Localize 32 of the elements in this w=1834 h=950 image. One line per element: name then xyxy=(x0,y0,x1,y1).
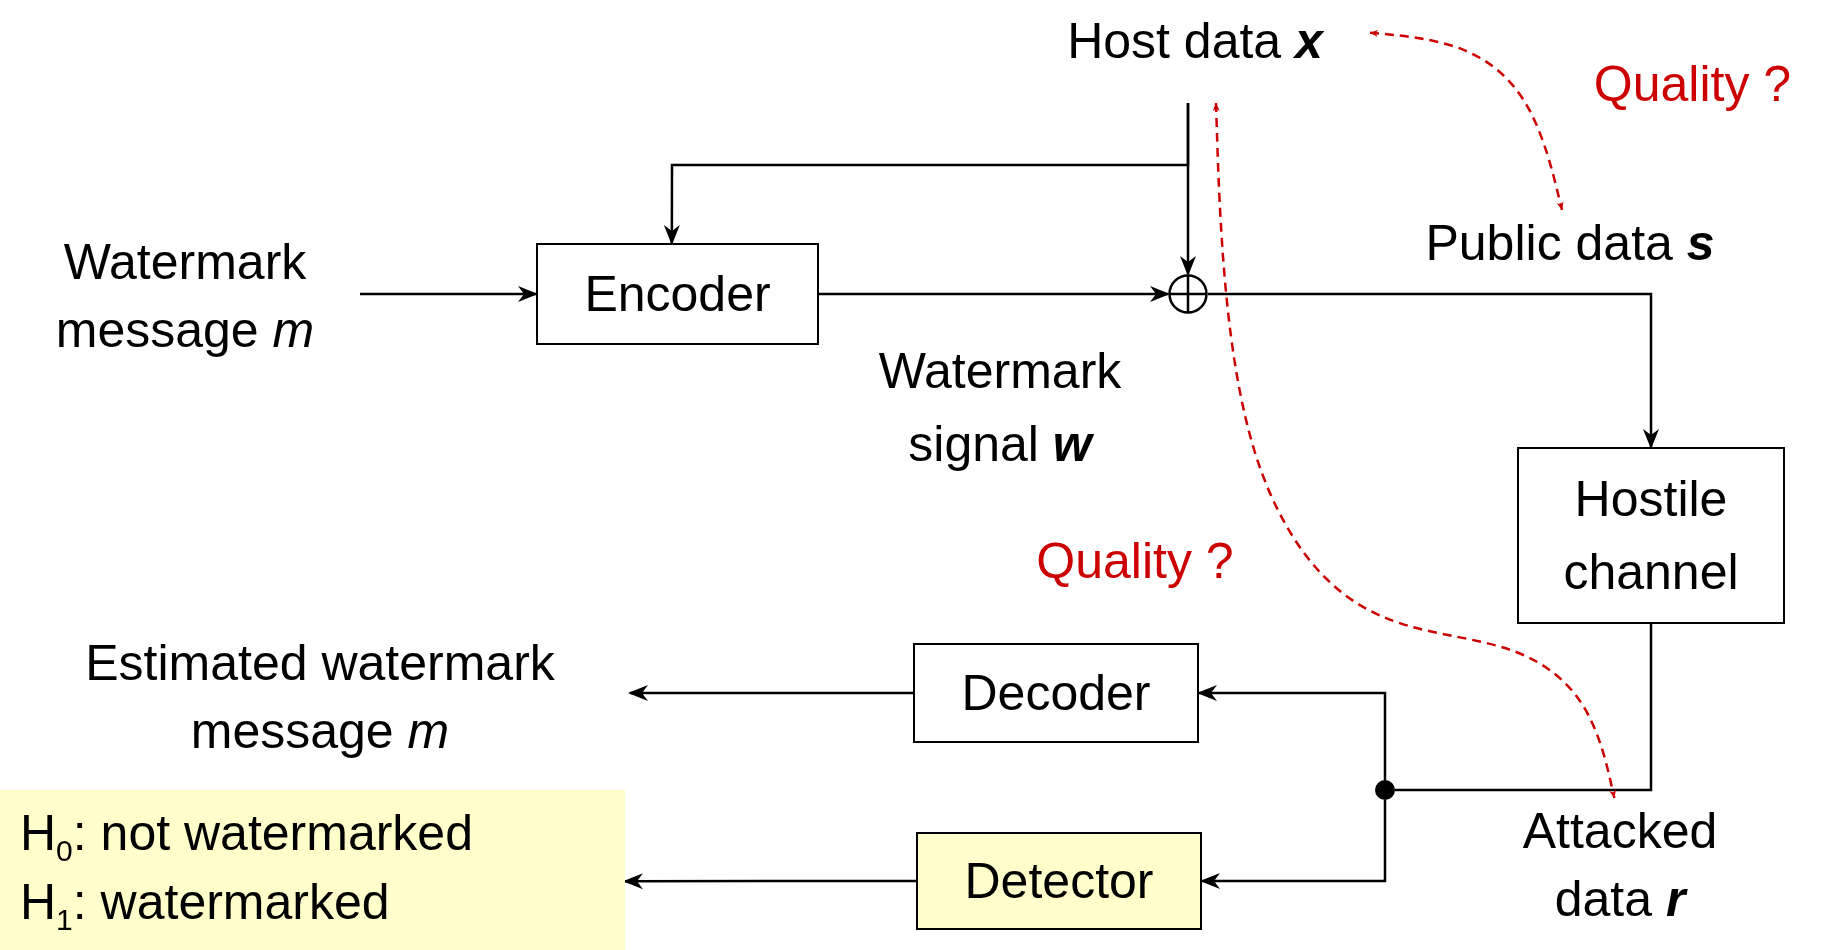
arrow xyxy=(360,286,538,302)
process-box xyxy=(536,243,819,345)
text-label: Estimated watermark message m xyxy=(10,630,630,775)
edge-label: Watermark signal w xyxy=(877,342,1123,474)
arrow xyxy=(1180,103,1196,276)
edge-label: Quality ? xyxy=(1592,55,1793,113)
arrow xyxy=(1200,800,1387,889)
adder-symbol xyxy=(1168,274,1208,314)
process-box xyxy=(916,832,1202,930)
process-box xyxy=(1517,447,1785,624)
dashed-arrow xyxy=(1212,102,1617,799)
arrow xyxy=(819,286,1170,302)
hypothesis-text: H$_{0}$: not watermarked xyxy=(19,804,473,869)
note-box xyxy=(0,790,625,950)
arrow xyxy=(1197,685,1387,780)
process-box xyxy=(913,643,1199,743)
dashed-arrow xyxy=(1369,29,1564,211)
box-label: Encoder xyxy=(584,264,771,324)
hypothesis-text: H$_{1}$: watermarked xyxy=(19,873,390,938)
box-label: Decoder xyxy=(961,663,1151,723)
arrow xyxy=(623,873,916,890)
text-label: Attacked data r xyxy=(1480,798,1760,943)
box-label: Hostile channel xyxy=(1562,470,1740,602)
text-label: Public data s xyxy=(1370,210,1770,275)
connector-line xyxy=(1395,624,1653,792)
text-label: Host data x xyxy=(1020,8,1370,103)
junction-dot xyxy=(1375,780,1395,800)
arrow xyxy=(628,684,913,701)
box-label: Detector xyxy=(964,851,1154,911)
arrow xyxy=(1208,292,1659,449)
edge-label: Quality ? xyxy=(1035,532,1235,590)
text-label: Watermark message m xyxy=(10,229,360,359)
